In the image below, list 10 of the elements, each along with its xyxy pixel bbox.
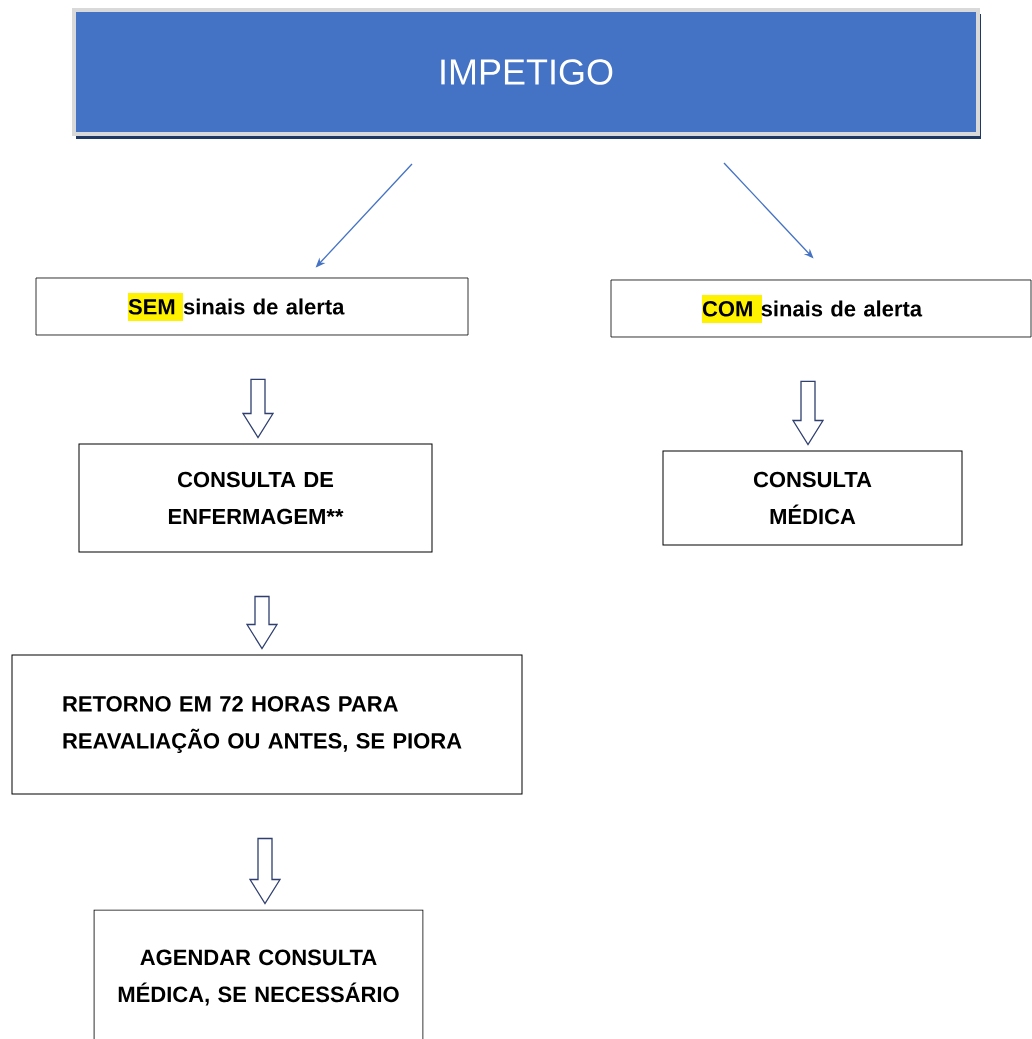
- process-box: CONSULTA MÉDICA: [662, 450, 963, 546]
- process-box: RETORNO EM 72 HORAS PARA REAVALIAÇÃO OU ANTES, SE PIORA: [11, 654, 523, 795]
- block-arrow: [245, 595, 279, 650]
- process-box: CONSULTA DE ENFERMAGEM**: [78, 443, 433, 553]
- block-arrow: [241, 378, 275, 439]
- process-box: AGENDAR CONSULTA MÉDICA, SE NECESSÁRIO: [93, 909, 424, 1039]
- condition-box: SEM sinais de alerta: [35, 277, 469, 336]
- block-arrow: [791, 380, 825, 446]
- title-box: IMPETIGO: [72, 8, 980, 136]
- block-arrow: [248, 837, 282, 905]
